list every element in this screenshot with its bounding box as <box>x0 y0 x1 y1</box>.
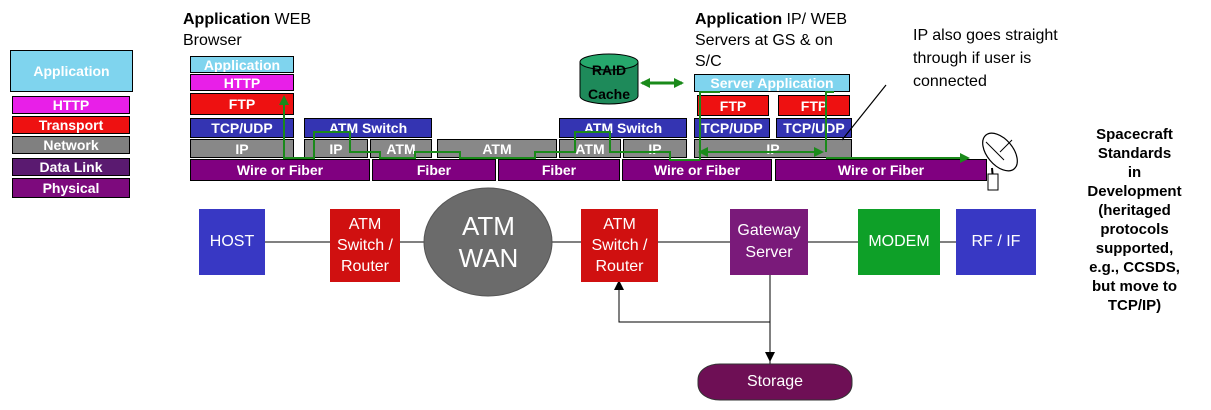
atm-switch-router-1: ATM Switch / Router <box>330 209 400 282</box>
wire2-layer: Wire or Fiber <box>622 159 772 181</box>
host-ip-layer: IP <box>190 139 294 158</box>
gateway-server-node: Gateway Server <box>730 209 808 275</box>
protocol-path-line <box>283 107 700 161</box>
legend-data-link: Data Link <box>12 158 130 176</box>
host-node: HOST <box>199 209 265 275</box>
switch1-ip-layer: IP <box>304 139 368 158</box>
satellite-dish-icon <box>982 132 1018 191</box>
host-tcpudp-layer: TCP/UDP <box>190 118 294 138</box>
host-application-layer: Application <box>190 56 294 73</box>
server-ftp-layer-a: FTP <box>697 95 769 116</box>
host-http-layer: HTTP <box>190 74 294 91</box>
storage-shape <box>697 363 853 401</box>
modem-node: MODEM <box>858 209 940 275</box>
wire3-layer: Wire or Fiber <box>775 159 987 181</box>
note-pointer-line <box>841 84 887 141</box>
server-path-right <box>825 91 834 152</box>
server-ftp-layer-b: FTP <box>778 95 850 116</box>
spacecraft-standards-note: Spacecraft Standards in Development (her… <box>1087 126 1182 314</box>
legend-http: HTTP <box>12 96 130 114</box>
rf-if-node: RF / IF <box>956 209 1036 275</box>
atm-wan-cloud <box>423 187 553 297</box>
ip-note-line1: IP also goes straight <box>913 27 1058 44</box>
legend-physical: Physical <box>12 178 130 198</box>
server-header: Application IP/ WEB <box>695 11 848 28</box>
legend-application: Application <box>10 50 133 92</box>
server-path-left <box>699 91 720 160</box>
fiber2-layer: Fiber <box>498 159 620 181</box>
storage-node-label: Storage <box>746 373 804 390</box>
raid-cache-icon: RAID Cache <box>579 53 639 105</box>
server-tcpudp-layer-a: TCP/UDP <box>694 118 770 138</box>
fiber1-layer: Fiber <box>372 159 496 181</box>
server-application-layer: Server Application <box>694 74 850 92</box>
server-tcpudp-layer-b: TCP/UDP <box>776 118 852 138</box>
atm-switch-router-2: ATM Switch / Router <box>581 209 658 282</box>
legend-network: Network <box>12 136 130 154</box>
server-header-line2: Servers at GS & on <box>695 32 833 49</box>
host-wire-layer: Wire or Fiber <box>190 159 370 181</box>
atm-wan-label: ATM WAN <box>458 211 519 273</box>
host-ftp-layer: FTP <box>190 93 294 115</box>
client-header-line2: Browser <box>183 32 242 49</box>
raid-label-line1: RAID <box>592 62 626 78</box>
ip-note-line2: through if user is <box>913 50 1032 67</box>
client-header: Application WEB <box>183 11 311 28</box>
legend-transport: Transport <box>12 116 130 134</box>
ip-note-line3: connected <box>913 73 987 90</box>
server-header-line3: S/C <box>695 53 722 70</box>
raid-label-line2: Cache <box>588 86 630 102</box>
